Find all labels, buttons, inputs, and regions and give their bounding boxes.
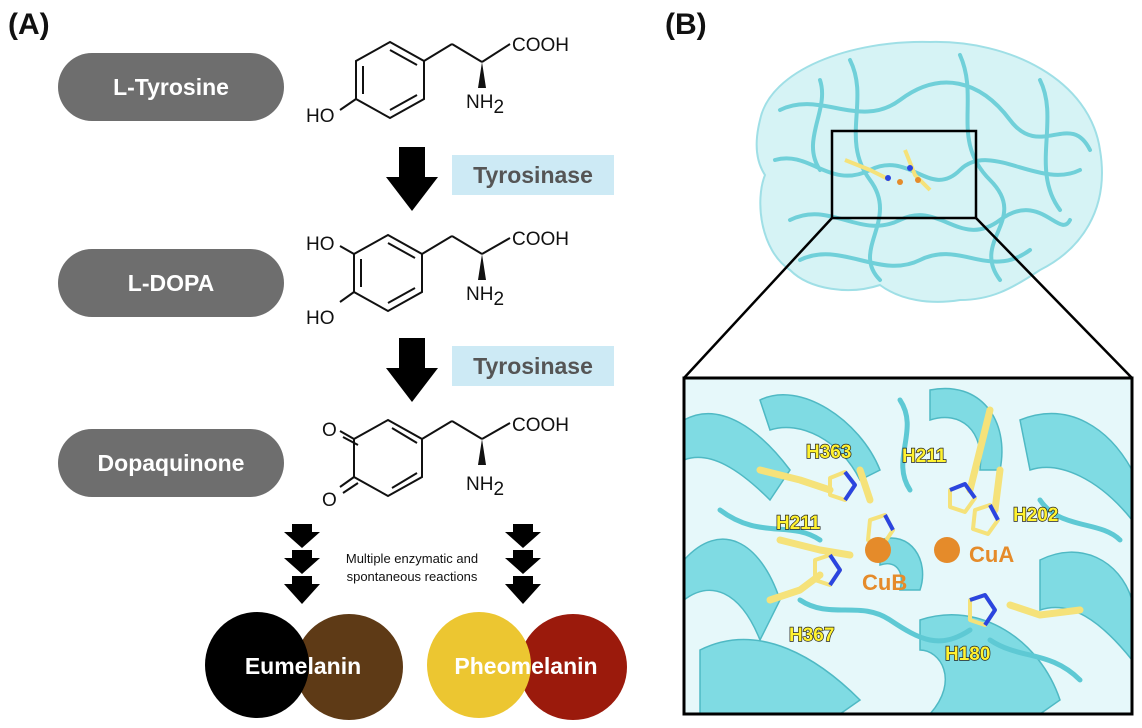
zoom-connector-right [975, 217, 1133, 379]
pheomelanin-yellow-ellipse [427, 612, 531, 718]
compound-label-dopaquinone: Dopaquinone [58, 429, 284, 497]
zoom-connector-left [683, 217, 833, 379]
ho-label-top: HO [306, 234, 335, 255]
structure-dopaquinone: O O COOH NH2 [322, 415, 569, 511]
cooh-label: COOH [512, 35, 569, 56]
zoom-region-box [830, 129, 978, 220]
zoom-panel-frame [682, 376, 1134, 716]
product-pheomelanin: Pheomelanin [427, 612, 627, 720]
structure-l-tyrosine: COOH NH2 HO [306, 35, 569, 127]
reaction-note: Multiple enzymatic and spontaneous react… [322, 550, 502, 586]
cooh-label: COOH [512, 415, 569, 436]
reaction-note-line-2: spontaneous reactions [346, 569, 478, 584]
o-label-bottom: O [322, 490, 337, 511]
active-site-hint [844, 149, 932, 192]
residue-label-h363: H363 [806, 442, 851, 463]
enzyme-label-tyrosinase-2: Tyrosinase [452, 346, 614, 386]
o-label-top: O [322, 420, 337, 441]
residue-label-h202: H202 [1013, 505, 1058, 526]
copper-b-ion [865, 537, 891, 563]
cooh-label: COOH [512, 229, 569, 250]
eumelanin-label: Eumelanin [245, 653, 361, 679]
protein-structure-overview [755, 40, 1103, 303]
compound-label-l-dopa: L-DOPA [58, 249, 284, 317]
panel-a-label: (A) [8, 8, 50, 41]
structure-l-dopa: COOH NH2 HO HO [306, 229, 569, 329]
residue-label-h180: H180 [945, 644, 990, 665]
enzyme-label-tyrosinase-1: Tyrosinase [452, 155, 614, 195]
active-site-zoom: H363 H211 H211 H202 H367 H180 CuB CuA [682, 376, 1134, 716]
ho-label-bottom: HO [306, 308, 335, 329]
eumelanin-brown-ellipse [295, 614, 403, 720]
triple-arrow-eumelanin [284, 524, 320, 604]
eumelanin-black-ellipse [205, 612, 309, 718]
copper-a-ion [934, 537, 960, 563]
product-eumelanin: Eumelanin [205, 612, 403, 720]
triple-arrow-pheomelanin [505, 524, 541, 604]
panel-b-label: (B) [665, 8, 707, 41]
compound-label-l-tyrosine: L-Tyrosine [58, 53, 284, 121]
residue-label-h211-left: H211 [776, 513, 821, 534]
pheomelanin-red-ellipse [519, 614, 627, 720]
pheomelanin-label: Pheomelanin [454, 653, 597, 679]
residue-label-h211-upper: H211 [902, 446, 947, 467]
nh2-label: NH2 [466, 92, 504, 118]
reaction-note-line-1: Multiple enzymatic and [345, 551, 479, 566]
metal-label-cua: CuA [969, 542, 1014, 567]
residue-label-h367: H367 [789, 625, 834, 646]
benzene-ring [353, 233, 423, 313]
quinone-ring [353, 418, 423, 498]
nh2-label: NH2 [466, 474, 504, 500]
nh2-label: NH2 [466, 284, 504, 310]
reaction-arrow-1 [386, 147, 438, 211]
ho-label: HO [306, 106, 335, 127]
metal-label-cub: CuB [862, 570, 907, 595]
benzene-ring [355, 40, 425, 120]
reaction-arrow-2 [386, 338, 438, 402]
